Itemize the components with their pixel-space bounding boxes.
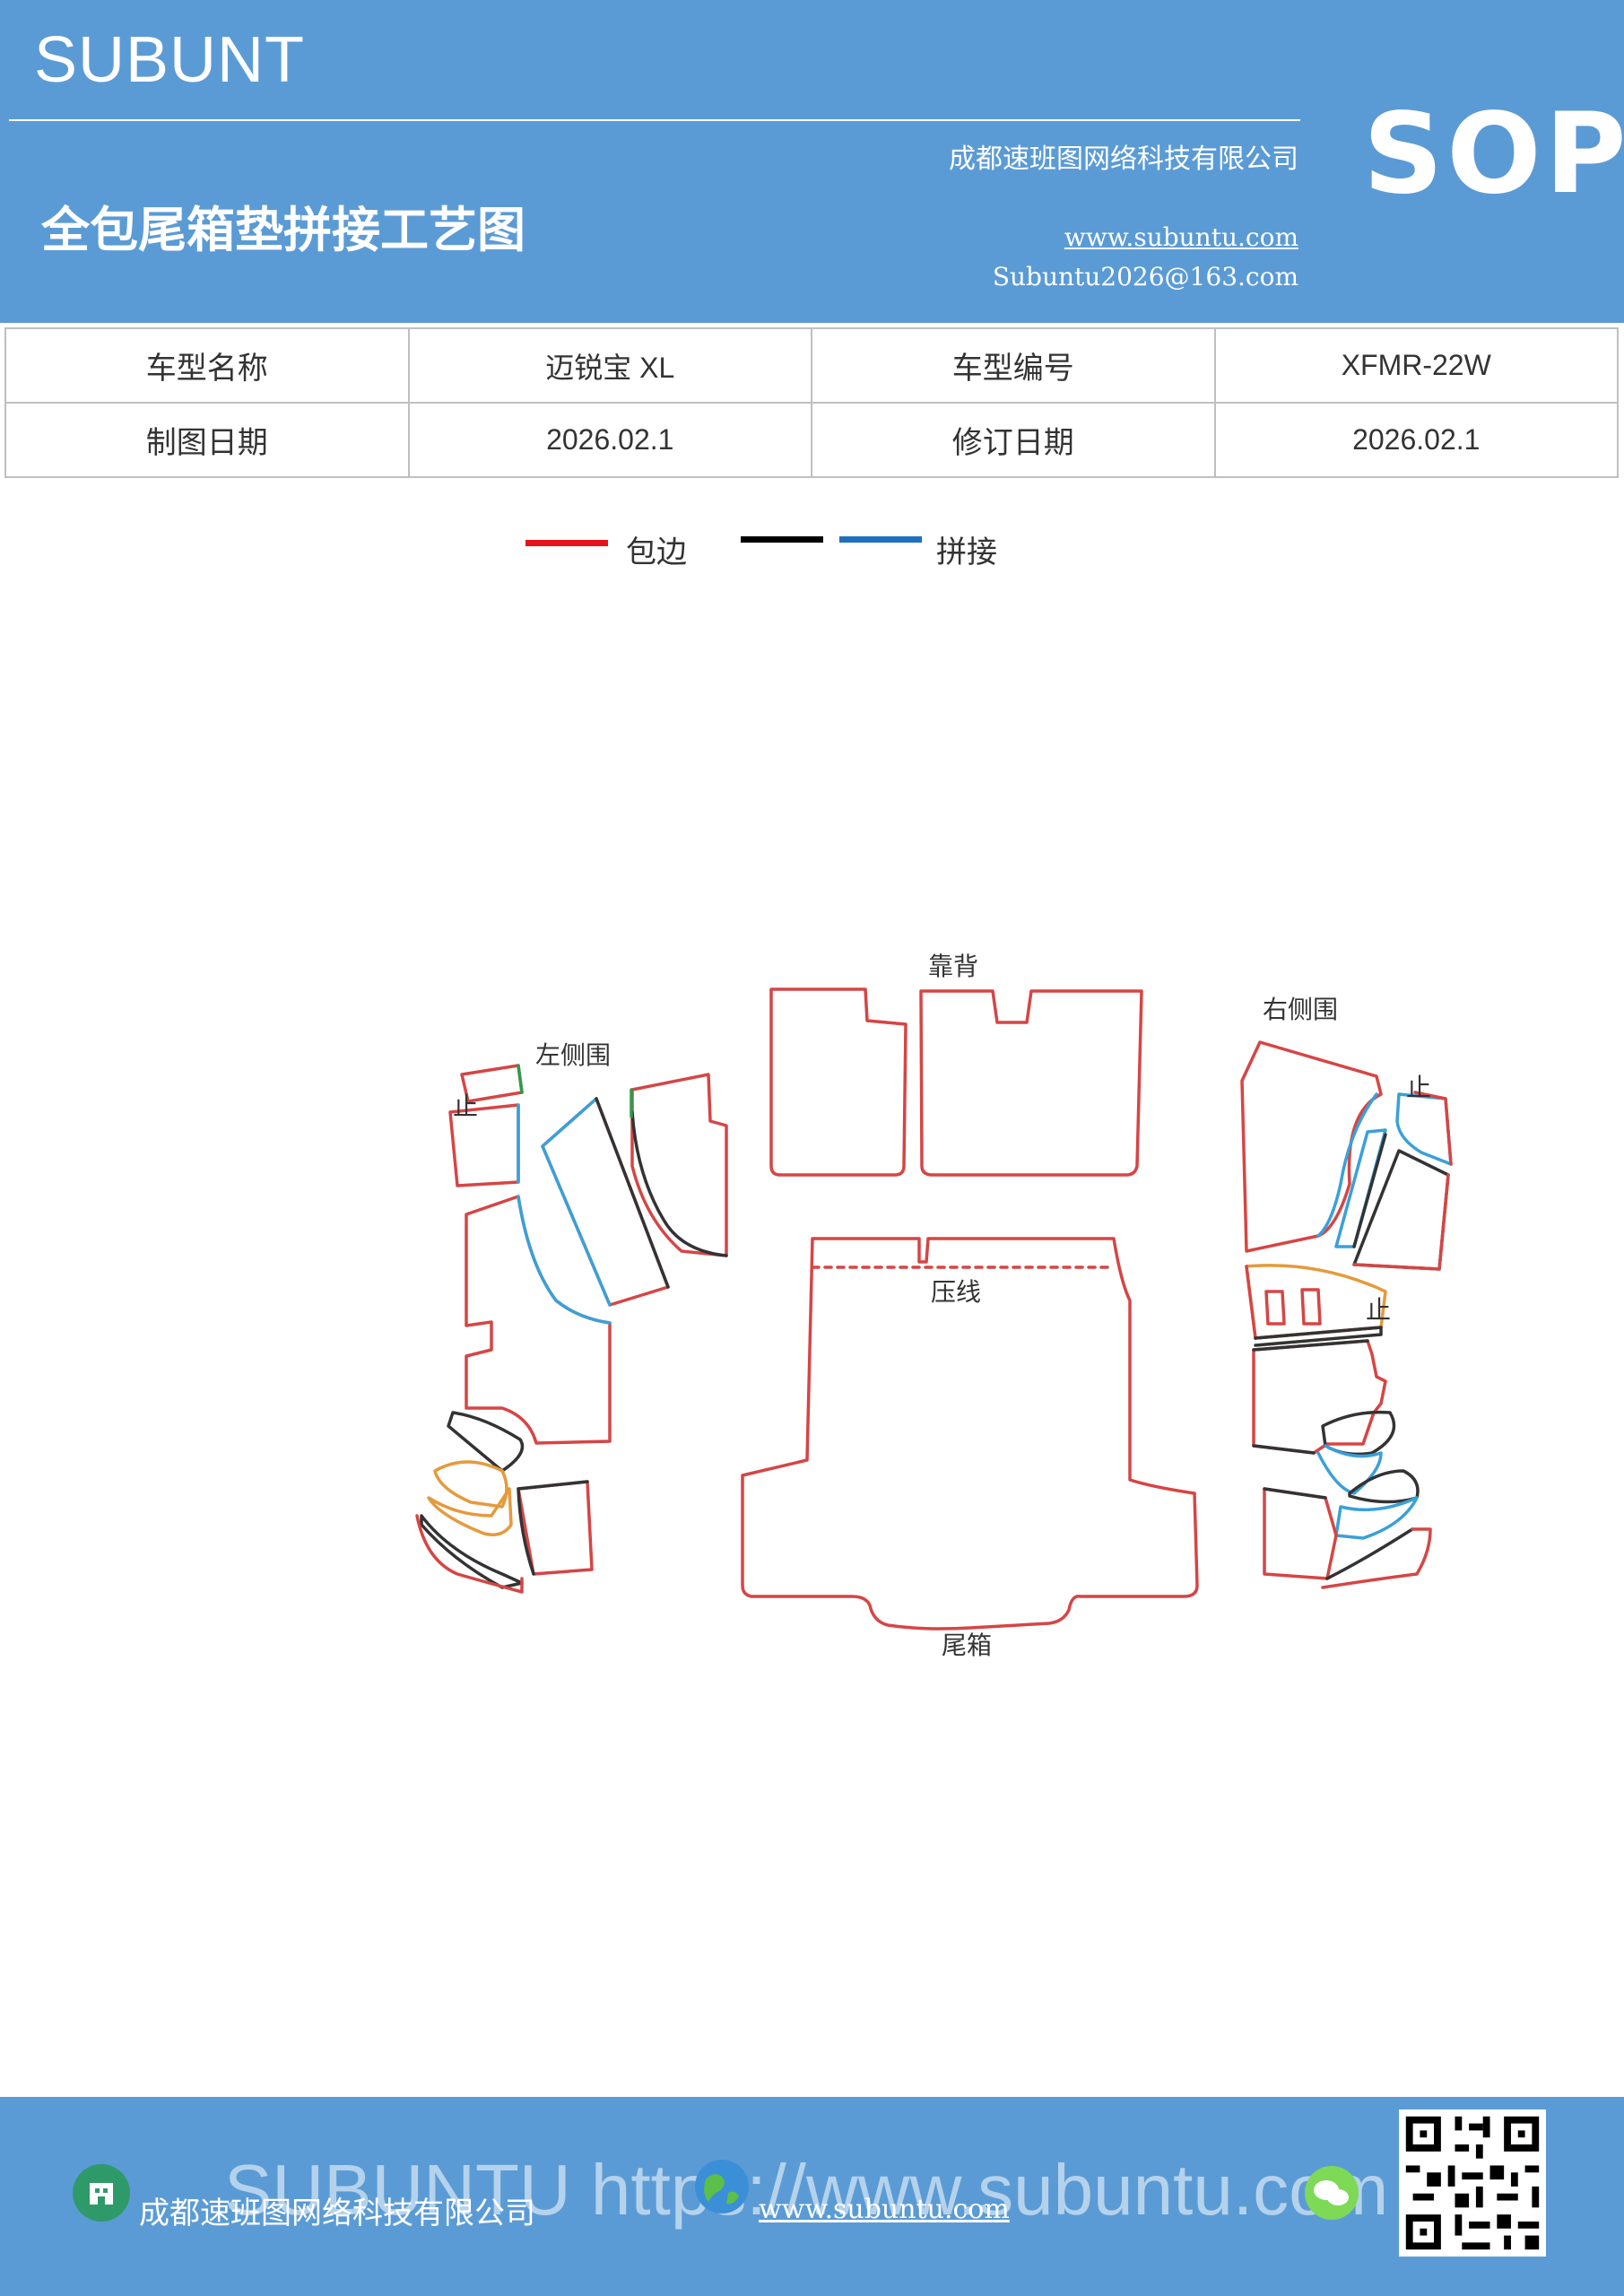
right-bottom-black-3 xyxy=(1263,1487,1414,1580)
left-main-splice xyxy=(517,1195,612,1325)
backrest-right-piece xyxy=(919,989,1143,1177)
stop-mark-left: 止 xyxy=(453,1091,478,1121)
left-bottom-black-1 xyxy=(447,1411,525,1473)
trunk-floor-piece xyxy=(741,1237,1199,1631)
header-email: Subuntu2026@163.com xyxy=(992,262,1298,291)
left-upper-right-black xyxy=(630,1110,728,1257)
right-piece-4-red xyxy=(1352,1173,1450,1271)
model-code-value: XFMR-22W xyxy=(1213,327,1619,404)
model-name-value: 迈锐宝 XL xyxy=(407,327,812,404)
draw-date-value: 2026.02.1 xyxy=(407,402,812,478)
draw-date-label: 制图日期 xyxy=(4,402,410,478)
left-diagonal-splice xyxy=(541,1097,612,1307)
legend-black-line xyxy=(741,536,823,543)
wechat-icon xyxy=(1305,2166,1359,2220)
legend-blue-line xyxy=(839,536,922,543)
sop-badge: SOP xyxy=(1363,90,1624,219)
model-code-label: 车型编号 xyxy=(811,327,1216,404)
left-bottom-black-3 xyxy=(517,1480,589,1576)
left-bottom-red-1 xyxy=(415,1514,524,1594)
right-bottom-black-2 xyxy=(1348,1469,1420,1504)
revise-date-label: 修订日期 xyxy=(811,402,1216,478)
right-piece-3 xyxy=(1334,1128,1387,1248)
right-piece-2 xyxy=(1395,1092,1453,1166)
right-main-piece xyxy=(1252,1339,1387,1455)
globe-icon xyxy=(695,2160,749,2213)
legend-splice-label: 拼接 xyxy=(936,535,997,570)
right-slot-2 xyxy=(1300,1288,1322,1326)
legend-edge-label: 包边 xyxy=(626,535,687,570)
legend-red-line xyxy=(525,540,608,546)
model-name-label: 车型名称 xyxy=(4,327,410,404)
label-right-side: 右侧围 xyxy=(1263,995,1338,1024)
right-piece-3-black xyxy=(1352,1133,1387,1248)
footer-watermark: SUBUNTU https://www.subuntu.com xyxy=(224,2150,1389,2230)
left-green-mark-top xyxy=(517,1064,524,1094)
stop-mark-right-top: 止 xyxy=(1406,1073,1431,1102)
brand-logo-text: SUBUNT xyxy=(34,24,306,96)
footer-company-name: 成都速班图网络科技有限公司 xyxy=(139,2196,535,2231)
footer-website-link[interactable]: www.subuntu.com xyxy=(759,2194,1010,2225)
header-website-link[interactable]: www.subuntu.com xyxy=(1064,222,1298,252)
label-left-side: 左侧围 xyxy=(535,1040,611,1070)
revise-date-value: 2026.02.1 xyxy=(1213,402,1619,478)
header-company-name: 成都速班图网络科技有限公司 xyxy=(949,144,1298,175)
table-row: 制图日期 2026.02.1 修订日期 2026.02.1 xyxy=(4,402,1619,478)
building-icon xyxy=(73,2164,130,2222)
left-bottom-orange-1 xyxy=(433,1460,508,1509)
header-banner xyxy=(0,0,1624,323)
right-main-black xyxy=(1252,1339,1369,1455)
right-slot-1 xyxy=(1264,1290,1286,1326)
stop-mark-right-mid: 止 xyxy=(1366,1295,1391,1325)
qr-code xyxy=(1399,2109,1546,2257)
label-backrest: 靠背 xyxy=(928,952,978,981)
right-piece-4 xyxy=(1352,1149,1450,1271)
right-bottom-blue-1 xyxy=(1316,1444,1383,1495)
header-divider xyxy=(9,119,1300,121)
right-bottom-black-1 xyxy=(1321,1410,1396,1457)
vehicle-info-table: 车型名称 迈锐宝 XL 车型编号 XFMR-22W 制图日期 2026.02.1… xyxy=(4,327,1619,478)
label-crease: 压线 xyxy=(931,1277,981,1307)
right-orange-piece xyxy=(1245,1264,1387,1340)
right-bottom-blue-2 xyxy=(1334,1496,1419,1540)
left-upper-right-piece xyxy=(630,1073,728,1257)
left-bottom-black-2 xyxy=(420,1514,524,1589)
backrest-left-piece xyxy=(769,987,908,1177)
right-piece-2-red xyxy=(1413,1091,1453,1166)
document-title: 全包尾箱垫拼接工艺图 xyxy=(41,202,525,258)
right-black-strip xyxy=(1254,1326,1383,1347)
right-top-splice xyxy=(1316,1092,1378,1238)
label-trunk: 尾箱 xyxy=(942,1631,992,1660)
left-bottom-orange-2 xyxy=(427,1487,513,1536)
right-bottom-red-1 xyxy=(1263,1487,1338,1580)
left-diagonal-black xyxy=(595,1097,670,1289)
table-row: 车型名称 迈锐宝 XL 车型编号 XFMR-22W xyxy=(4,327,1619,404)
left-main-piece xyxy=(465,1195,612,1445)
right-bottom-red-2 xyxy=(1321,1527,1432,1589)
line-legend: 包边 拼接 xyxy=(0,520,1624,583)
